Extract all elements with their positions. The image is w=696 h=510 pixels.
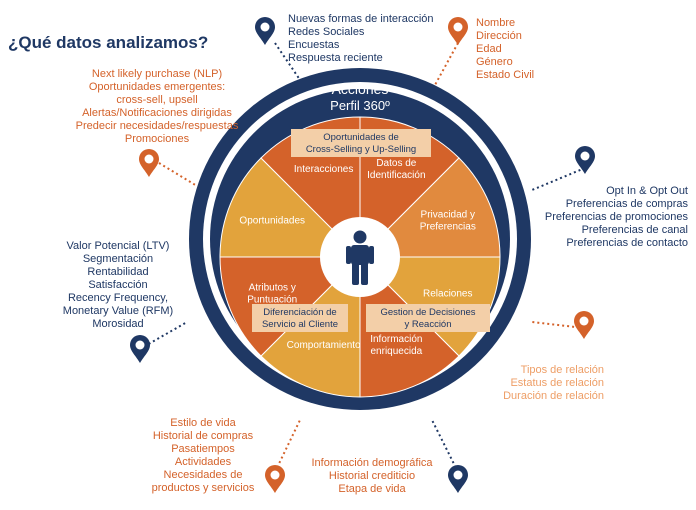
detail-line: Rentabilidad [87,266,149,278]
detail-line: Oportunidades emergentes: [88,81,226,93]
detail-line: Etapa de vida [338,483,406,495]
map-pin-icon [265,465,285,493]
group-identification-details: Nombre Dirección Edad Género Estado Civi… [476,17,534,82]
box-decision-management [366,304,490,332]
detail-line: Encuestas [288,39,340,51]
map-pin-icon [448,17,468,45]
map-pin-icon [574,311,594,339]
detail-line: Monetary Value (RFM) [62,305,174,317]
detail-line: Alertas/Notificaciones dirigidas [82,107,232,119]
detail-line: Actividades [174,456,232,468]
ring-label-actions: Acciones [332,81,389,97]
detail-line: Historial de compras [152,430,254,442]
segment-label-comportamiento: Comportamiento [287,340,361,351]
box-cross-selling-line-1: Oportunidades de [323,132,399,143]
segment-label-relaciones: Relaciones [423,288,472,299]
group-interactions-details: Nuevas formas de interacción Redes Socia… [288,13,434,65]
detail-line: Opt In & Opt Out [606,185,688,197]
group-relations-details: Tipos de relación Estatus de relación Du… [494,364,604,403]
detail-line: Valor Potencial (LTV) [66,240,170,252]
detail-line: Edad [476,43,502,55]
detail-line: Estado Civil [476,69,535,81]
connector-right-lower [531,321,585,329]
decision-box-group: Gestion de Decisiones y Reacción [366,304,490,332]
dotted-connectors [139,42,586,473]
connector-top-right [423,42,459,106]
detail-line: Morosidad [92,318,144,330]
opportunity-box-group: Oportunidades de Cross-Selling y Up-Sell… [291,129,431,157]
box-service-line-1: Diferenciación de [263,307,336,318]
box-service-line-2: Servicio al Cliente [262,319,338,330]
detail-line: Respuesta reciente [288,52,383,64]
page-title: ¿Qué datos analizamos? [8,33,209,52]
box-cross-selling-line-2: Cross-Selling y Up-Selling [306,144,416,155]
detail-line: Next likely purchase (NLP) [91,68,223,80]
detail-line: Pasatiempos [171,443,235,455]
ring-label-profile: Perfil 360º [330,98,390,113]
connector-left-lower [139,321,188,350]
detail-line: Recency Frequency, [67,292,169,304]
group-opportunities-details: Next likely purchase (NLP) Oportunidades… [54,68,260,146]
detail-line: cross-sell, upsell [116,94,198,106]
map-pins [130,17,595,493]
segment-label-interacciones: Interacciones [294,164,353,175]
connector-left-upper [158,162,198,187]
segment-oportunidades [219,157,362,258]
group-attributes-details: Valor Potencial (LTV) Segmentación Renta… [56,240,180,331]
service-box-group: Diferenciación de Servicio al Cliente [252,304,348,332]
segment-privacidad-y-preferencias [358,157,501,258]
detail-line: Redes Sociales [288,26,365,38]
map-pin-icon [255,17,275,45]
segment-label-oportunidades: Oportunidades [239,216,305,227]
detail-line: Predecir necesidades/respuestas [75,120,239,132]
detail-line: Preferencias de canal [581,224,688,236]
detail-line: Historial crediticio [328,470,416,482]
detail-line: Necesidades de [163,469,243,481]
box-cross-selling [291,129,431,157]
detail-line: productos y servicios [151,482,255,494]
detail-line: Dirección [476,30,522,42]
box-decision-line-1: Gestion de Decisiones [380,307,475,318]
map-pin-icon [448,465,468,493]
box-service-differentiation [252,304,348,332]
detail-line: Satisfacción [88,279,148,291]
detail-line: Preferencias de promociones [544,211,688,223]
detail-line: Duración de relación [503,390,604,402]
detail-line: Estatus de relación [510,377,604,389]
detail-line: Información demográfica [311,457,433,469]
detail-line: Preferencias de contacto [566,237,688,249]
map-pin-icon [575,146,595,174]
group-behavior-details: Estilo de vida Historial de compras Pasa… [140,417,266,495]
detail-line: Estilo de vida [170,417,236,429]
connector-bottom-left [274,419,301,473]
detail-line: Segmentación [82,253,154,265]
person-icon [346,230,374,285]
detail-line: Preferencias de compras [565,198,688,210]
group-privacy-details: Opt In & Opt Out Preferencias de compras… [522,185,688,250]
detail-line: Nuevas formas de interacción [288,13,434,25]
map-pin-icon [130,335,150,363]
detail-line: Género [476,56,513,68]
group-enriched-details: Información demográfica Historial credit… [300,457,444,496]
detail-line: Tipos de relación [520,364,604,376]
box-decision-line-2: y Reacción [405,319,452,330]
detail-line: Nombre [476,17,516,29]
map-pin-icon [139,149,159,177]
detail-line: Promociones [124,133,190,145]
